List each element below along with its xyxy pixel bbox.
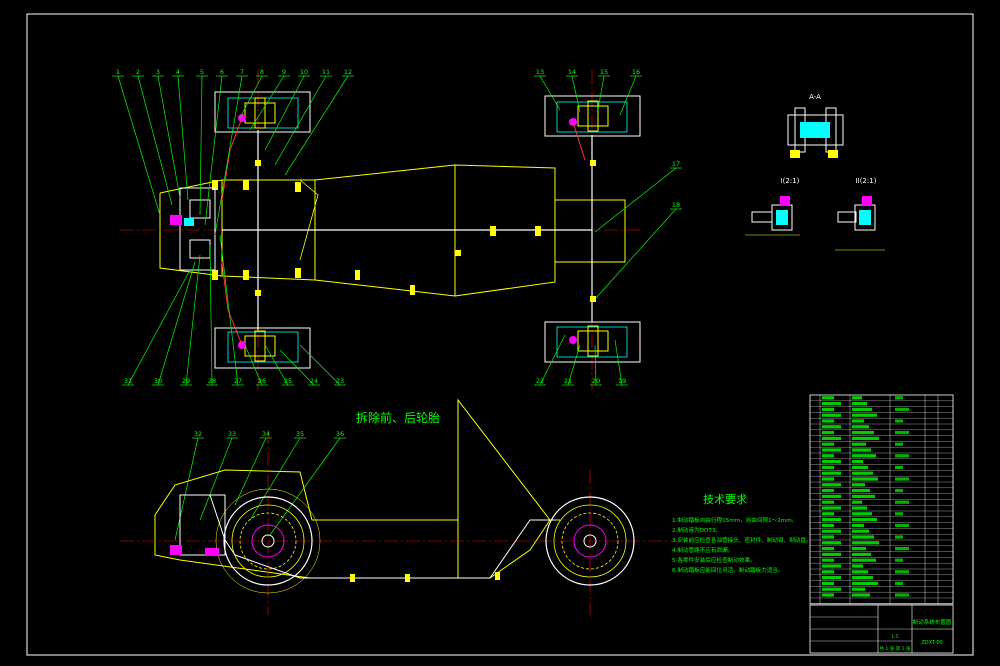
balloon-34: 34 (262, 430, 270, 438)
tech-item-1: 1.制动踏板自由行程15mm，自由间隙1～2mm。 (672, 516, 797, 524)
balloon-21: 21 (564, 377, 572, 385)
balloon-14: 14 (568, 68, 576, 76)
drawing-sheet: 共 1 张 第 1 张 (880, 645, 911, 652)
balloon-3: 3 (156, 68, 160, 76)
sheet-border (26, 13, 974, 656)
drawing-number: ZDXT-00 (921, 640, 942, 646)
balloon-10: 10 (300, 68, 308, 76)
balloon-5: 5 (200, 68, 204, 76)
balloon-25: 25 (284, 377, 292, 385)
balloon-22: 22 (536, 377, 544, 385)
balloon-6: 6 (220, 68, 224, 76)
balloon-32: 32 (194, 430, 202, 438)
balloon-16: 16 (632, 68, 640, 76)
balloon-23: 23 (336, 377, 344, 385)
balloon-24: 24 (310, 377, 318, 385)
tech-title: 技术要求 (703, 493, 747, 506)
side-view: 拆除前、后轮胎 (120, 398, 680, 615)
balloon-15: 15 (600, 68, 608, 76)
balloon-20: 20 (592, 377, 600, 385)
balloon-19: 19 (618, 377, 626, 385)
balloon-17: 17 (672, 160, 680, 168)
balloon-29: 29 (182, 377, 190, 385)
tech-item-6: 6.制动踏板应能回位灵活，制动踏板力适当。 (672, 566, 784, 574)
balloon-26: 26 (258, 377, 266, 385)
balloon-9: 9 (282, 68, 286, 76)
side-view-title: 拆除前、后轮胎 (356, 410, 440, 425)
balloon-35: 35 (296, 430, 304, 438)
section-b-label: I(2:1) (781, 177, 800, 185)
balloon-7: 7 (240, 68, 244, 76)
balloon-31: 31 (124, 377, 132, 385)
tech-item-5: 5.各零件安装后应检查制动效果。 (672, 556, 756, 564)
drawing-title: 制动系统布置图 (913, 618, 952, 626)
drawing-ratio: 1:5 (891, 634, 898, 640)
balloon-2: 2 (136, 68, 140, 76)
leader-lines (112, 75, 682, 541)
tech-item-4: 4.制动管路不应有泄漏。 (672, 546, 733, 554)
section-c-label: II(2:1) (856, 177, 877, 185)
balloon-27: 27 (234, 377, 242, 385)
technical-requirements: 技术要求 1.制动踏板自由行程15mm，自由间隙1～2mm。 2.制动液为DOT… (672, 493, 812, 574)
balloon-1: 1 (116, 68, 120, 76)
balloon-8: 8 (260, 68, 264, 76)
balloon-18: 18 (672, 201, 680, 209)
balloon-33: 33 (228, 430, 236, 438)
section-details: A-A I(2:1) II(2:1) (745, 93, 885, 251)
balloon-30: 30 (154, 377, 162, 385)
balloon-11: 11 (322, 68, 330, 76)
tech-item-3: 3.安装前应检查各油管接头、密封件、制动钳、制动盘。 (672, 536, 812, 544)
title-block: 制动系统布置图 ZDXT-00 1:5 共 1 张 第 1 张 (809, 604, 954, 654)
tech-item-2: 2.制动液为DOT3。 (672, 526, 721, 534)
balloon-12: 12 (344, 68, 352, 76)
balloon-4: 4 (176, 68, 180, 76)
top-view (120, 70, 641, 390)
balloon-36: 36 (336, 430, 344, 438)
section-a-label: A-A (809, 93, 821, 101)
parts-list-table (809, 394, 954, 605)
balloon-28: 28 (208, 377, 216, 385)
balloon-13: 13 (536, 68, 544, 76)
